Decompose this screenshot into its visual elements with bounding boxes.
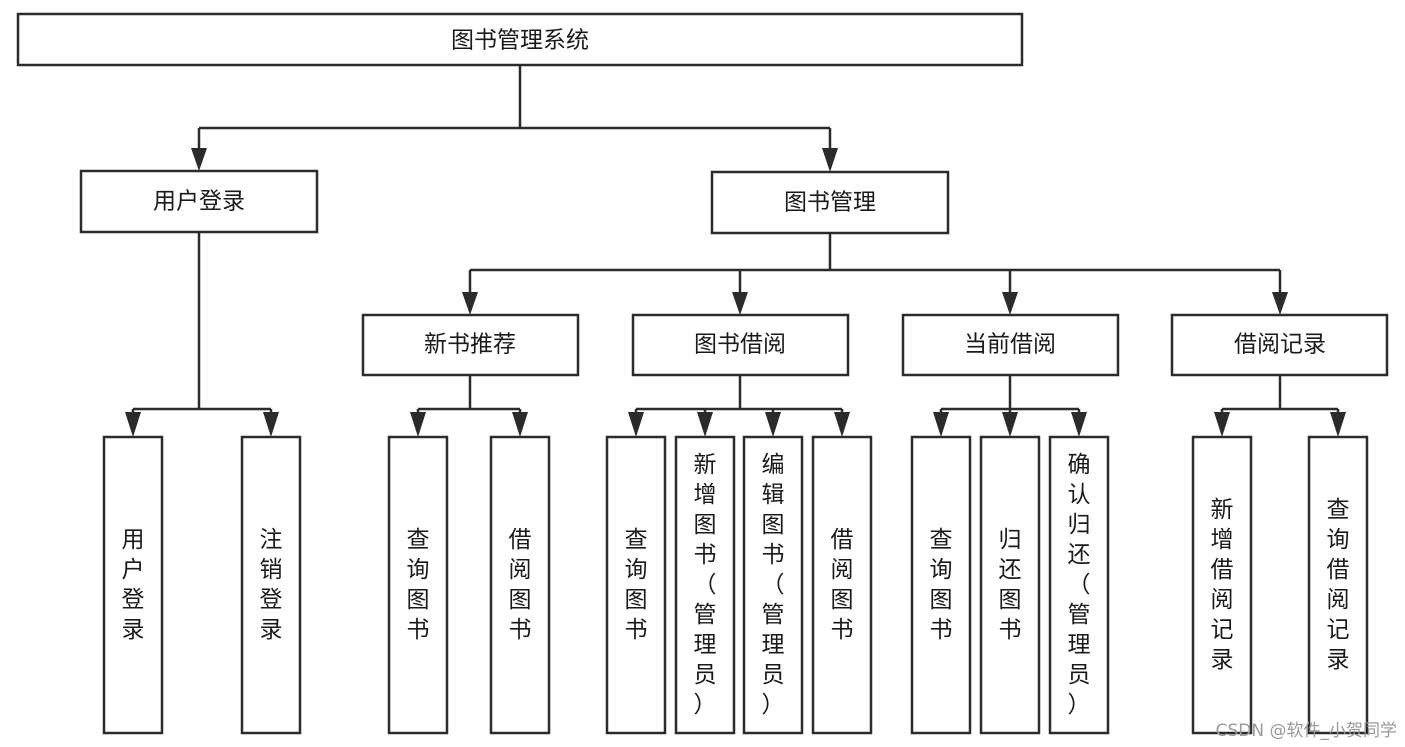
- node-borrow-record[interactable]: 借阅记录: [1170, 313, 1389, 377]
- leaf-user-login-2[interactable]: 注销登录: [240, 435, 302, 735]
- node-new-book-recommend-label: 新书推荐: [424, 332, 516, 358]
- arrow-head-book-borrow: [732, 292, 748, 315]
- arrow-head-book-manage: [822, 148, 838, 172]
- node-root[interactable]: 图书管理系统: [16, 12, 1024, 67]
- node-user-login-label: 用户登录: [153, 189, 245, 215]
- arrow-head-borrow-record: [1272, 292, 1288, 315]
- leaf-new-book-1[interactable]: 查询图书: [387, 435, 449, 735]
- leaf-user-login-2-box[interactable]: [240, 435, 302, 735]
- connectors-bookborrow-to-leaves: [628, 375, 850, 437]
- leaf-current-borrow-1-box[interactable]: [910, 435, 972, 735]
- leaf-new-book-1-box[interactable]: [387, 435, 449, 735]
- node-book-borrow[interactable]: 图书借阅: [631, 313, 850, 377]
- leaf-book-borrow-1-box[interactable]: [605, 435, 667, 735]
- arrow-head-bookborrow-leaf-2: [697, 412, 713, 437]
- leaf-new-book-2-label: 借阅图书: [509, 527, 532, 643]
- arrow-head-newbook-leaf-2: [512, 412, 528, 437]
- node-book-manage-label: 图书管理: [784, 190, 876, 216]
- connectors-newbook-to-leaves: [410, 375, 528, 437]
- leaf-borrow-record-2[interactable]: 查询借阅记录: [1307, 435, 1369, 735]
- leaf-current-borrow-2-box[interactable]: [979, 435, 1041, 735]
- leaf-borrow-record-1-box[interactable]: [1191, 435, 1253, 735]
- node-book-borrow-label: 图书借阅: [694, 332, 786, 358]
- leaf-book-borrow-3-box[interactable]: [742, 435, 804, 735]
- arrow-head-currentborrow-leaf-2: [1002, 412, 1018, 437]
- leaf-current-borrow-2-label: 归还图书: [999, 527, 1022, 643]
- arrow-head-borrowrecord-leaf-2: [1330, 412, 1346, 437]
- arrow-head-leaf-logout: [263, 412, 279, 437]
- leaf-current-borrow-3-label: 确认归还（管理员）: [1068, 452, 1091, 718]
- leaf-book-borrow-2-box[interactable]: [674, 435, 736, 735]
- leaf-book-borrow-4-label: 借阅图书: [831, 527, 854, 643]
- leaf-user-login-2-label: 注销登录: [260, 527, 283, 643]
- arrow-head-bookborrow-leaf-1: [628, 412, 644, 437]
- arrow-head-user-login: [191, 148, 207, 171]
- connectors-currentborrow-to-leaves: [933, 375, 1087, 437]
- leaf-current-borrow-3[interactable]: 确认归还（管理员）: [1048, 435, 1110, 735]
- node-user-login-box[interactable]: [79, 169, 319, 234]
- node-book-manage-box[interactable]: [710, 170, 950, 235]
- leaf-user-login-1-box[interactable]: [102, 435, 164, 735]
- connectors-userlogin-to-leaves: [125, 232, 279, 437]
- leaf-borrow-record-1-label: 新增借阅记录: [1211, 497, 1234, 673]
- leaf-new-book-2-box[interactable]: [489, 435, 551, 735]
- node-user-login[interactable]: 用户登录: [79, 169, 319, 234]
- leaf-book-borrow-1-label: 查询图书: [625, 527, 648, 643]
- node-borrow-record-box[interactable]: [1170, 313, 1389, 377]
- arrow-head-current-borrow: [1002, 292, 1018, 315]
- leaf-book-borrow-3-label: 编辑图书（管理员）: [762, 452, 785, 718]
- leaf-book-borrow-2-label: 新增图书（管理员）: [694, 452, 717, 718]
- leaf-book-borrow-4-box[interactable]: [811, 435, 873, 735]
- node-current-borrow[interactable]: 当前借阅: [901, 313, 1120, 377]
- leaf-borrow-record-2-label: 查询借阅记录: [1327, 497, 1350, 673]
- leaf-borrow-record-2-box[interactable]: [1307, 435, 1369, 735]
- leaf-book-borrow-2[interactable]: 新增图书（管理员）: [674, 435, 736, 735]
- arrow-head-currentborrow-leaf-1: [933, 412, 949, 437]
- node-current-borrow-label: 当前借阅: [964, 332, 1056, 358]
- arrow-head-currentborrow-leaf-3: [1071, 412, 1087, 437]
- leaf-book-borrow-3[interactable]: 编辑图书（管理员）: [742, 435, 804, 735]
- leaf-book-borrow-4[interactable]: 借阅图书: [811, 435, 873, 735]
- node-book-manage[interactable]: 图书管理: [710, 170, 950, 235]
- arrow-head-leaf-user-login: [125, 412, 141, 437]
- node-borrow-record-label: 借阅记录: [1234, 332, 1326, 358]
- leaf-current-borrow-1-label: 查询图书: [930, 527, 953, 643]
- arrow-head-new-book: [462, 292, 478, 315]
- arrow-head-bookborrow-leaf-4: [834, 412, 850, 437]
- node-new-book-recommend-box[interactable]: [361, 313, 580, 377]
- node-root-box[interactable]: [16, 12, 1024, 67]
- arrow-head-newbook-leaf-1: [410, 412, 426, 437]
- leaf-new-book-1-label: 查询图书: [407, 527, 430, 643]
- leaf-current-borrow-2[interactable]: 归还图书: [979, 435, 1041, 735]
- leaf-current-borrow-3-box[interactable]: [1048, 435, 1110, 735]
- node-new-book-recommend[interactable]: 新书推荐: [361, 313, 580, 377]
- leaf-user-login-1[interactable]: 用户登录: [102, 435, 164, 735]
- node-current-borrow-box[interactable]: [901, 313, 1120, 377]
- connectors-bookmanage-to-level3: [462, 233, 1288, 315]
- leaf-user-login-1-label: 用户登录: [122, 527, 145, 643]
- node-book-borrow-box[interactable]: [631, 313, 850, 377]
- leaf-borrow-record-1[interactable]: 新增借阅记录: [1191, 435, 1253, 735]
- arrow-head-bookborrow-leaf-3: [765, 412, 781, 437]
- leaf-new-book-2[interactable]: 借阅图书: [489, 435, 551, 735]
- connectors-borrowrecord-to-leaves: [1214, 375, 1346, 437]
- connectors-root-to-level2: [191, 65, 838, 172]
- node-root-label: 图书管理系统: [451, 28, 589, 54]
- leaf-current-borrow-1[interactable]: 查询图书: [910, 435, 972, 735]
- leaf-book-borrow-1[interactable]: 查询图书: [605, 435, 667, 735]
- arrow-head-borrowrecord-leaf-1: [1214, 412, 1230, 437]
